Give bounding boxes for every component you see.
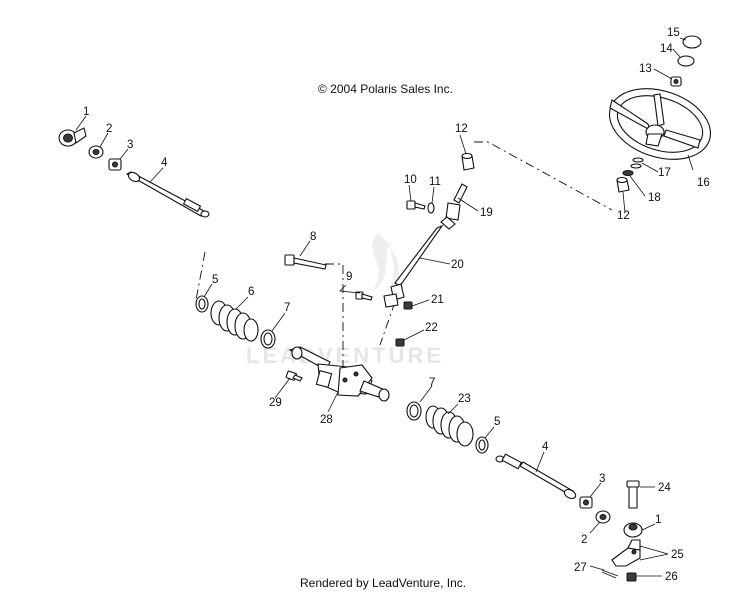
part-steering-wheel	[608, 88, 712, 160]
part-jam-nut-left	[88, 145, 104, 159]
watermark-logo: LEADVENTURE	[246, 232, 444, 368]
part-jam-nut-right	[595, 510, 611, 524]
callout-12-lower: 12	[617, 210, 630, 222]
part-bushing-lower	[616, 176, 630, 193]
callout-7-lower: 7	[429, 377, 435, 389]
part-ring-right	[406, 401, 422, 421]
callout-4-lower: 4	[542, 441, 549, 453]
part-tie-rod-left	[125, 171, 210, 218]
watermark-text: LEADVENTURE	[246, 343, 444, 368]
callout-22: 22	[425, 322, 438, 334]
alignment-line-top	[474, 141, 613, 211]
callout-3-upper: 3	[127, 139, 133, 151]
part-tie-rod-end-right	[623, 522, 643, 538]
callout-27: 27	[574, 562, 587, 574]
part-tie-rod-right	[495, 453, 577, 500]
callout-17: 17	[658, 167, 671, 179]
callout-20: 20	[451, 259, 464, 271]
part-castle-nut	[626, 572, 637, 582]
part-tie-rod-end-left	[58, 127, 87, 147]
part-cotter-pin	[601, 569, 619, 579]
callout-1-upper: 1	[83, 106, 89, 118]
part-boot-clamp-right	[475, 436, 489, 454]
part-bolt-29	[285, 370, 303, 382]
part-bellows-boot-right	[425, 405, 474, 447]
part-washer-11	[427, 202, 435, 214]
callout-8: 8	[310, 231, 316, 243]
callout-12-upper: 12	[455, 123, 468, 135]
part-bellows-boot-left	[210, 300, 259, 342]
part-nut-21	[403, 301, 413, 310]
part-rack-housing	[288, 346, 390, 402]
part-ring-left	[260, 329, 276, 349]
alignment-lines	[195, 141, 613, 370]
callout-14: 14	[660, 43, 673, 55]
callout-29: 29	[269, 397, 282, 409]
alignment-line-column	[379, 301, 396, 346]
part-nut-left	[108, 158, 122, 171]
part-nut-right	[579, 496, 593, 509]
callout-23: 23	[458, 393, 471, 405]
callout-18: 18	[648, 192, 661, 204]
callout-11: 11	[429, 176, 441, 188]
callout-25: 25	[671, 549, 684, 561]
callout-4-upper: 4	[161, 157, 168, 169]
callout-numbers: 1 2 3 4 8 10 11 12 5 6 7 9 20 19 21 22 2…	[83, 27, 710, 583]
part-washers-17	[630, 157, 644, 169]
callout-7-upper: 7	[284, 302, 290, 314]
part-nut-22	[395, 338, 405, 347]
callout-9: 9	[346, 271, 352, 283]
part-nut-13	[670, 76, 682, 87]
callout-5-upper: 5	[212, 274, 218, 286]
callout-26: 26	[665, 571, 678, 583]
callout-2-lower: 2	[581, 534, 587, 546]
part-bushing-18	[622, 170, 634, 176]
part-bolt-24	[626, 480, 640, 509]
callout-5-lower: 5	[494, 416, 500, 428]
part-steering-column	[383, 183, 468, 308]
part-bolt-10	[406, 200, 426, 210]
callout-2-upper: 2	[106, 123, 112, 135]
callout-28: 28	[320, 414, 333, 426]
callout-1-lower: 1	[655, 514, 661, 526]
callout-16: 16	[697, 177, 710, 189]
rendered-by-credit: Rendered by LeadVenture, Inc.	[300, 576, 467, 590]
alignment-line-left	[195, 251, 206, 301]
part-bolt-8	[284, 254, 327, 270]
leader-lines	[75, 37, 694, 577]
callout-13: 13	[639, 63, 652, 75]
callout-21: 21	[431, 294, 444, 306]
part-bushing-upper	[461, 152, 475, 171]
alignment-line-bolt	[325, 263, 344, 370]
part-cap	[682, 35, 702, 49]
callout-3-lower: 3	[599, 473, 605, 485]
callout-10: 10	[404, 174, 417, 186]
callout-19: 19	[480, 207, 493, 219]
callout-15: 15	[667, 27, 680, 39]
part-bolt-9	[355, 291, 373, 301]
part-boot-clamp-left	[195, 295, 209, 313]
copyright-notice: © 2004 Polaris Sales Inc.	[318, 82, 453, 96]
part-bracket-25	[611, 539, 641, 567]
callout-6: 6	[248, 286, 254, 298]
part-emblem	[677, 55, 695, 67]
callout-24: 24	[658, 482, 671, 494]
